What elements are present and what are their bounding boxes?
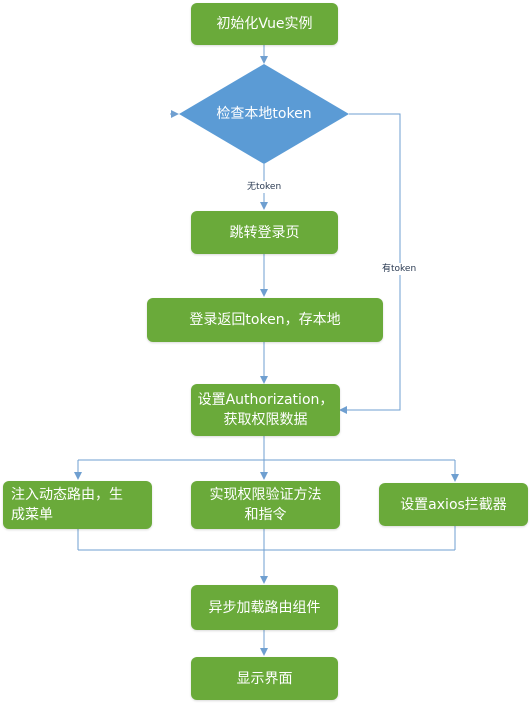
init-vue-node: 初始化Vue实例	[191, 3, 338, 45]
show-ui-node: 显示界面	[191, 657, 338, 700]
inject-routes-label-2: 成菜单	[11, 507, 53, 523]
permission-node: 实现权限验证方法 和指令	[191, 481, 340, 529]
async-load-node: 异步加载路由组件	[191, 585, 338, 630]
no-token-edge-label: 无token	[247, 181, 282, 193]
set-auth-node: 设置Authorization， 获取权限数据	[191, 384, 340, 436]
async-load-label: 异步加载路由组件	[208, 599, 321, 616]
check-token-label: 检查本地token	[216, 106, 312, 122]
inject-routes-node: 注入动态路由，生 成菜单	[3, 481, 152, 529]
decision-diamond	[179, 64, 349, 164]
login-return-label: 登录返回token，存本地	[189, 312, 341, 328]
set-auth-label-1: 设置Authorization，	[197, 392, 334, 408]
goto-login-label: 跳转登录页	[229, 224, 300, 241]
show-ui-label: 显示界面	[236, 670, 293, 687]
has-token-edge-label: 有token	[382, 263, 417, 275]
permission-label-1: 实现权限验证方法	[209, 487, 322, 503]
login-return-node: 登录返回token，存本地	[147, 298, 383, 342]
goto-login-node: 跳转登录页	[191, 211, 338, 254]
init-vue-label: 初始化Vue实例	[216, 16, 313, 32]
axios-label: 设置axios拦截器	[400, 496, 507, 513]
set-auth-label-2: 获取权限数据	[223, 412, 308, 428]
axios-node: 设置axios拦截器	[379, 483, 528, 526]
permission-label-2: 和指令	[244, 507, 287, 523]
inject-routes-label-1: 注入动态路由，生	[11, 487, 123, 503]
edge-check-to-auth-has-token	[339, 113, 401, 414]
